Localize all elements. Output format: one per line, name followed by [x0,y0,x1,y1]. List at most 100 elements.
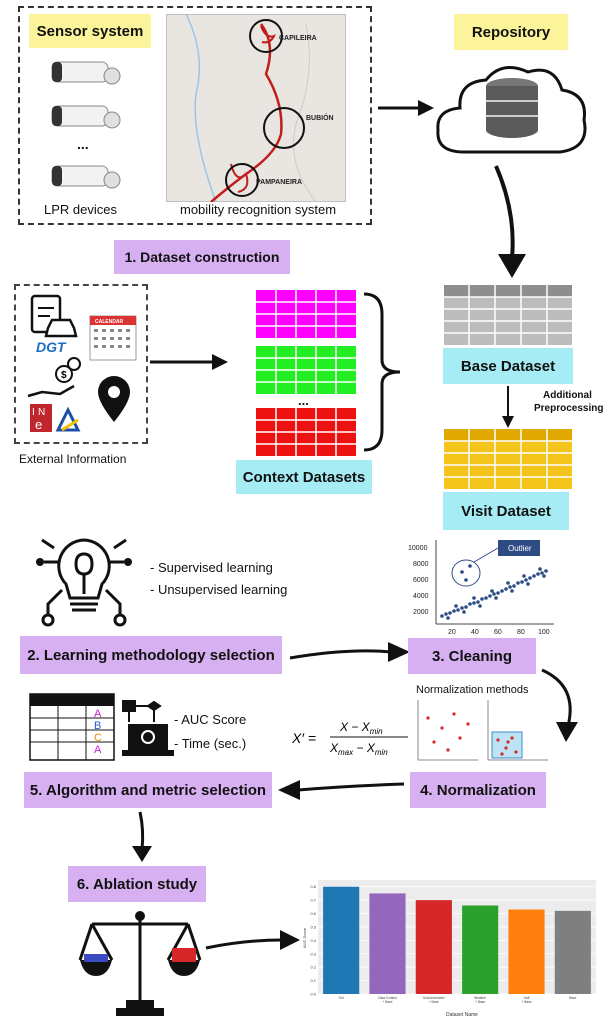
step1-dataset-construction: 1. Dataset construction [114,240,290,274]
flowchart-laptop-icon [122,700,174,756]
ine-letter: e [35,417,42,432]
camera-icon [51,165,121,189]
context-datasets-tables [256,290,356,456]
outlier-scatter-plot: 10000 8000 6000 4000 2000 20 40 60 80 10… [408,540,554,636]
bubion-marker [263,107,305,149]
chart-y-tick: 0.5 [310,924,316,929]
outlier-label: Outlier [508,544,532,553]
chart-x-label: Dataset Name [446,1012,478,1018]
abc-letter: A [94,708,102,720]
chart-bar [369,893,406,994]
abc-letter: C [94,732,102,744]
context-table-green [256,346,356,394]
chart-x-tick: Base [569,996,576,1000]
scatter-x-tick: 100 [538,629,550,636]
chart-y-tick: 0.0 [310,992,316,997]
context-datasets-label: Context Datasets [236,460,372,494]
agencia-tributaria-logo [55,406,81,432]
scatter-x-tick: 40 [471,629,479,636]
abc-letter: B [94,720,102,732]
town-label: PAMPANEIRA [256,179,302,186]
capileira-marker [249,19,283,53]
camera-icon [51,61,121,85]
supervised-learning-item: - Supervised learning [150,560,273,575]
arrow-step5-to-step6 [132,811,152,862]
scatter-x-tick: 60 [494,629,502,636]
unsupervised-learning-item: - Unsupervised learning [150,582,288,597]
ine-letter: I [32,407,35,418]
step4-normalization: 4. Normalization [410,772,546,808]
database-icon [486,78,538,138]
time-item: - Time (sec.) [174,736,247,751]
sensor-system-frame [18,6,372,225]
chart-y-tick: 0.4 [310,938,316,943]
scatter-y-tick: 2000 [413,609,429,616]
chart-bar [462,905,499,994]
arrow-to-context [150,354,228,370]
cameras-ellipsis: ... [77,136,89,152]
normalization-formula: X′ = X − Xmin Xmax − Xmin [291,720,408,757]
arrow-to-visit-dataset [502,386,514,428]
algorithm-table-icon [29,693,174,761]
town-label: BUBIÓN [306,113,334,122]
mobility-map: CAPILEIRA BUBIÓN PAMPANEIRA [166,14,346,202]
normalization-methods-title: Normalization methods [416,684,529,696]
base-dataset-label: Base Dataset [443,348,573,384]
visit-dataset-label: Visit Dataset [443,492,569,530]
chart-bar [415,900,452,994]
scatter-points [440,564,548,620]
context-ellipsis: ... [298,393,309,408]
context-brace [363,292,401,452]
mobility-system-label: mobility recognition system [180,202,337,217]
chart-y-tick: 0.6 [310,911,316,916]
sensor-system-title: Sensor system [29,14,151,48]
lpr-cameras [51,61,121,189]
scatter-y-tick: 6000 [413,577,429,584]
town-label: CAPILEIRA [279,35,317,42]
scatter-y-tick: 4000 [413,593,429,600]
arrow-step4-to-step5 [278,780,405,800]
step2-learning-methodology: 2. Learning methodology selection [20,636,282,674]
context-table-red [256,408,356,456]
context-table-magenta [256,290,356,338]
scatter-x-tick: 80 [517,629,525,636]
arrow-step2-to-step3 [289,642,410,662]
svg-text:$: $ [61,370,67,381]
pampaneira-marker [225,163,259,197]
balance-scale-icon [78,911,202,1016]
visit-dataset-table [444,429,572,489]
scatter-y-tick: 10000 [408,545,428,552]
step6-ablation-study: 6. Ablation study [68,866,206,902]
external-information-label: External Information [19,452,127,466]
preprocessing-line2: Preprocessing [534,403,604,414]
calendar-icon [89,315,137,361]
chart-y-tick: 0.3 [310,951,316,956]
chart-bar [323,886,360,994]
scatter-x-tick: 20 [448,629,456,636]
scatter-y-tick: 8000 [413,561,429,568]
chart-x-tick: Full [339,996,344,1000]
chart-x-tick: Weather+ Base [474,996,487,1004]
chart-y-tick: 0.2 [310,965,316,970]
calendar-heading: CALENDAR [95,319,123,325]
chart-bar [508,909,545,994]
ine-letter: N [38,407,45,418]
lpr-devices-label: LPR devices [44,202,117,217]
arrow-step3-to-normalization [541,668,578,742]
outlier-ellipse [451,559,481,587]
formula-denominator: Xmax − Xmin [329,741,388,757]
base-dataset-table [444,285,572,345]
external-icons: CALENDAR DGT $ I N e [27,294,137,432]
auc-score-item: - AUC Score [174,712,247,727]
arrow-to-repository [378,100,434,116]
step3-cleaning: 3. Cleaning [408,638,536,674]
step5-algorithm-metric: 5. Algorithm and metric selection [24,772,272,808]
chart-y-tick: 0.1 [310,978,316,983]
repository-cloud-icon [436,66,587,154]
chart-y-label: AUC Score [302,927,307,948]
external-information-frame [14,284,148,444]
location-pin-icon [98,376,130,422]
ine-logo [30,404,52,432]
brain-bulb-icon [36,538,132,627]
formula-lhs: X′ = [291,730,316,746]
